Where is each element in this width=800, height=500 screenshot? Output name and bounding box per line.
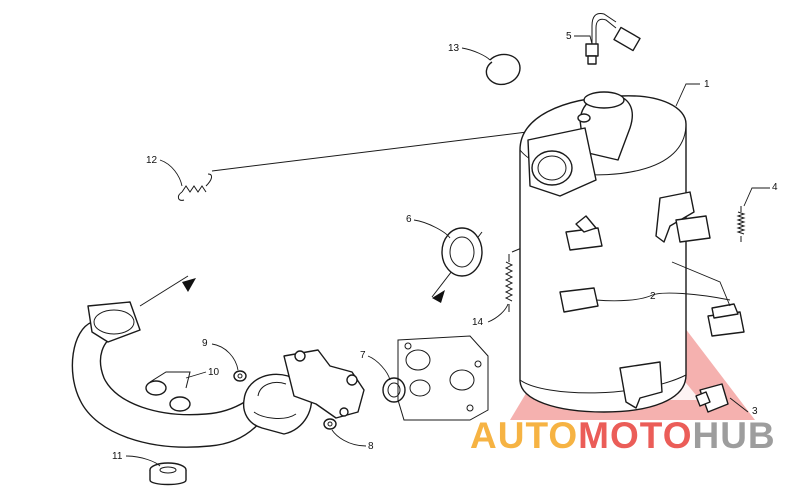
callout-10: 10	[208, 367, 220, 378]
callout-12: 12	[146, 155, 158, 166]
spring-center	[504, 254, 514, 312]
gasket-small	[382, 377, 406, 403]
callout-7: 7	[360, 350, 366, 361]
callout-14: 14	[472, 317, 484, 328]
callout-13: 13	[448, 43, 460, 54]
callout-8: 8	[368, 441, 374, 452]
spring-upper	[177, 173, 213, 201]
retaining-ring	[485, 53, 521, 86]
callout-9: 9	[202, 338, 208, 349]
callout-labels: 1 2 3 4 5 6 7 8 9 10 11 12 13 14	[112, 31, 778, 462]
engine-port-outline	[397, 335, 489, 421]
callout-6: 6	[406, 214, 412, 225]
oxygen-sensor	[585, 13, 641, 65]
watermark-hub: HUB	[692, 415, 775, 456]
callout-4: 4	[772, 182, 778, 193]
watermark-auto: AUTO	[470, 415, 578, 456]
callout-1: 1	[704, 79, 710, 90]
direction-arrow-gasket	[432, 290, 445, 303]
direction-arrow-header	[182, 278, 196, 292]
nut-lower	[323, 418, 337, 430]
muffler-body	[519, 91, 695, 413]
lower-mount	[695, 383, 729, 413]
callout-11: 11	[112, 451, 123, 462]
callout-3: 3	[752, 406, 758, 417]
gasket-large	[432, 227, 483, 303]
watermark-moto: MOTO	[578, 415, 692, 456]
watermark-text: AUTOMOTOHUB	[470, 415, 776, 456]
nut-upper	[233, 370, 247, 382]
spring-right	[736, 206, 746, 242]
rubber-mounts	[559, 215, 745, 337]
callout-5: 5	[566, 31, 572, 42]
header-pipe	[71, 278, 365, 448]
svg-text:AUTOMOTOHUB: AUTOMOTOHUB	[470, 415, 776, 456]
callout-2: 2	[650, 291, 656, 302]
leader-lines	[125, 35, 770, 467]
rubber-isolator	[149, 462, 187, 486]
